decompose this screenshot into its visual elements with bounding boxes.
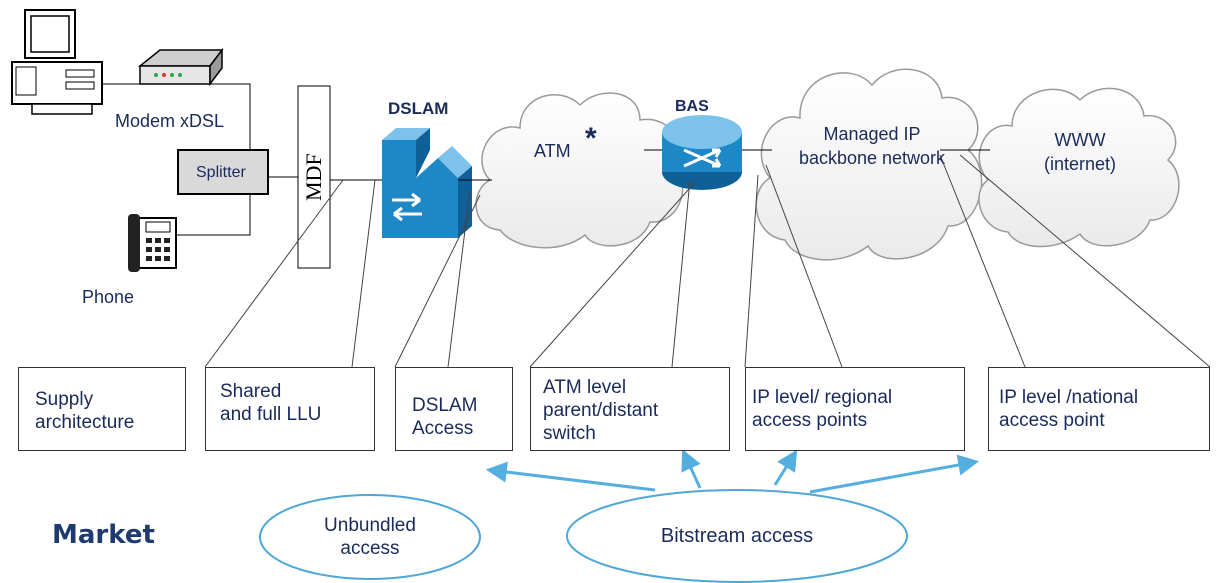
backbone-cloud-label: Managed IP backbone network	[798, 124, 946, 168]
backbone-cloud	[755, 68, 983, 261]
supply-architecture-text: Supply architecture	[35, 389, 135, 433]
llu-box: Shared and full LLU	[205, 367, 375, 451]
atm-level-text: ATM level parent/distant switch	[543, 377, 659, 444]
dslam-label: DSLAM	[388, 99, 449, 118]
dslam-access-box: DSLAM Access	[395, 367, 513, 451]
ip-national-text: IP level /national access point	[999, 387, 1139, 431]
www-cloud-label: WWW (internet)	[1043, 130, 1117, 174]
computer-icon	[11, 9, 103, 115]
dslam-access-text: DSLAM Access	[412, 395, 478, 439]
phone-label: Phone	[82, 287, 135, 307]
unbundled-access-label: Unbundled access	[324, 515, 416, 559]
ip-regional-box: IP level/ regional access points	[745, 367, 965, 451]
supply-architecture-box: Supply architecture	[18, 367, 186, 451]
atm-marker: *	[585, 122, 597, 155]
mdf-box	[297, 85, 331, 269]
atm-cloud	[475, 92, 684, 249]
market-title: Market	[52, 520, 155, 550]
atm-level-box: ATM level parent/distant switch	[530, 367, 730, 451]
unbundled-access-ellipse	[259, 494, 481, 580]
premises-wiring	[102, 83, 383, 236]
llu-text: Shared and full LLU	[220, 381, 322, 425]
connector-lines	[458, 149, 990, 181]
mdf-label: MDF	[301, 153, 326, 201]
phone-icon	[128, 214, 177, 272]
bas-router-icon	[662, 115, 742, 190]
atm-cloud-label: ATM	[534, 141, 571, 161]
callout-lines	[204, 154, 1211, 368]
splitter-label: Splitter	[196, 164, 246, 181]
dslam-icon	[382, 128, 472, 238]
modem-icon	[137, 47, 224, 87]
bas-label: BAS	[675, 98, 709, 115]
modem-label: Modem xDSL	[115, 111, 225, 131]
ip-regional-text: IP level/ regional access points	[752, 387, 893, 431]
splitter-box	[177, 149, 269, 195]
www-cloud	[978, 87, 1180, 248]
bitstream-access-ellipse	[566, 489, 908, 583]
bitstream-arrows	[485, 449, 980, 494]
bitstream-access-label: Bitstream access	[660, 525, 814, 547]
ip-national-box: IP level /national access point	[988, 367, 1210, 451]
